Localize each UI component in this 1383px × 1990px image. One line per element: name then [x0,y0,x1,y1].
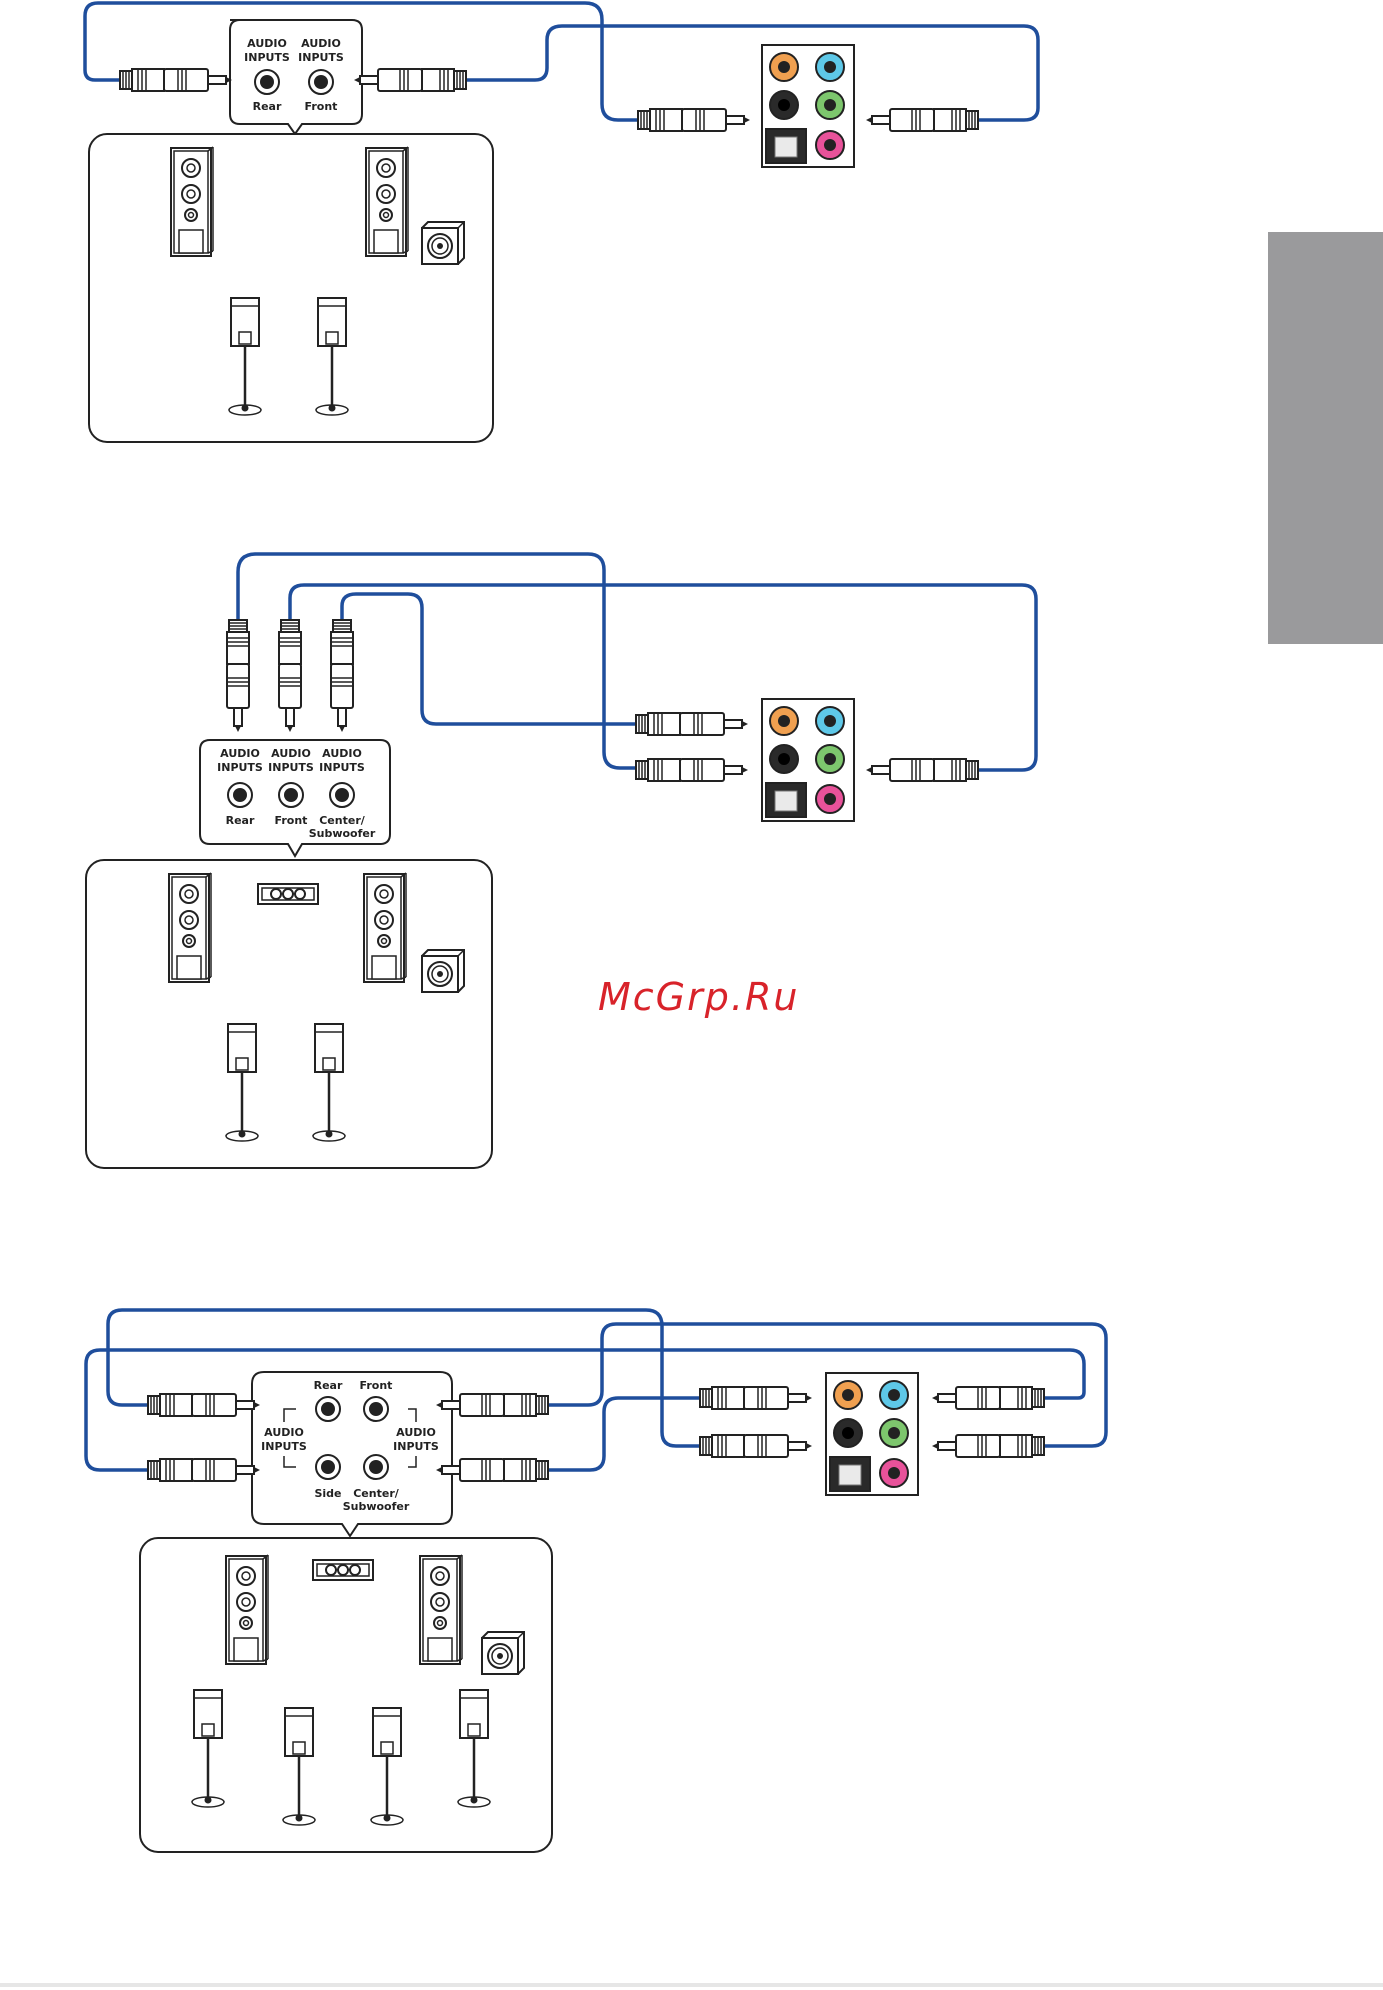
front-input-jack[interactable] [309,70,333,94]
center-subwoofer-input-jack[interactable] [330,783,354,807]
audio-inputs-label: INPUTS [244,51,290,64]
rear-io-panel [826,1373,918,1495]
diagram-six-channel: AUDIO INPUTS AUDIO INPUTS AUDIO INPUTS R… [86,554,1036,1168]
center-subwoofer-input-jack[interactable] [364,1455,388,1479]
audio-plug [638,109,750,131]
audio-inputs-label: INPUTS [268,761,314,774]
audio-inputs-label: INPUTS [261,1440,307,1453]
front-right-speaker [420,1555,462,1664]
rear-io-panel [762,45,854,167]
rear-input-jack[interactable] [255,70,279,94]
center-subwoofer-label: Subwoofer [309,827,376,840]
audio-inputs-label: INPUTS [217,761,263,774]
audio-plug [279,620,301,732]
audio-inputs-label: AUDIO [322,747,362,760]
watermark: McGrp.Ru [598,975,799,1019]
audio-plug [227,620,249,732]
front-left-speaker [226,1555,268,1664]
audio-plug [120,69,232,91]
front-right-speaker [364,873,406,982]
audio-plug [148,1394,260,1416]
audio-plug [636,759,748,781]
rear-io-panel [762,699,854,821]
audio-inputs-label: AUDIO [220,747,260,760]
bottom-rule [0,1983,1383,1987]
cable [290,585,1036,770]
side-tab [1268,232,1383,644]
center-subwoofer-label: Center/ [353,1487,400,1500]
front-left-speaker [171,147,213,256]
side-input-jack[interactable] [316,1455,340,1479]
front-right-speaker [366,147,408,256]
subwoofer [422,950,464,992]
cable [342,594,636,724]
audio-plug [866,759,978,781]
audio-inputs-label: INPUTS [393,1440,439,1453]
audio-plug [700,1387,812,1409]
audio-plug [148,1459,260,1481]
front-label: Front [275,814,308,827]
audio-plug [354,69,466,91]
rear-input-jack[interactable] [316,1397,340,1421]
front-left-speaker [169,873,211,982]
center-subwoofer-label: Center/ [319,814,366,827]
subwoofer [422,222,464,264]
audio-inputs-label: INPUTS [319,761,365,774]
audio-inputs-label: AUDIO [264,1426,304,1439]
subwoofer [482,1632,524,1674]
audio-plug [331,620,353,732]
cable [548,1398,700,1470]
front-label: Front [360,1379,393,1392]
rear-label: Rear [226,814,255,827]
audio-plug [932,1435,1044,1457]
audio-inputs-label: AUDIO [271,747,311,760]
audio-inputs-label: AUDIO [247,37,287,50]
audio-plug [700,1435,812,1457]
front-input-jack[interactable] [279,783,303,807]
diagram-two-channel: AUDIO INPUTS AUDIO INPUTS Rear Front [85,3,1038,442]
center-speaker [258,884,318,904]
cable [466,26,1038,120]
audio-inputs-label: AUDIO [396,1426,436,1439]
front-label: Front [305,100,338,113]
center-subwoofer-label: Subwoofer [343,1500,410,1513]
rear-label: Rear [314,1379,343,1392]
audio-plug [866,109,978,131]
diagram-eight-channel: Rear Front AUDIO INPUTS AUDIO INPUTS Sid… [86,1310,1106,1852]
side-label: Side [314,1487,341,1500]
center-speaker [313,1560,373,1580]
speaker-area [86,860,492,1168]
rear-label: Rear [253,100,282,113]
front-input-jack[interactable] [364,1397,388,1421]
audio-inputs-label: AUDIO [301,37,341,50]
audio-plug [636,713,748,735]
speaker-area [89,134,493,442]
audio-plug [932,1387,1044,1409]
rear-input-jack[interactable] [228,783,252,807]
audio-inputs-label: INPUTS [298,51,344,64]
